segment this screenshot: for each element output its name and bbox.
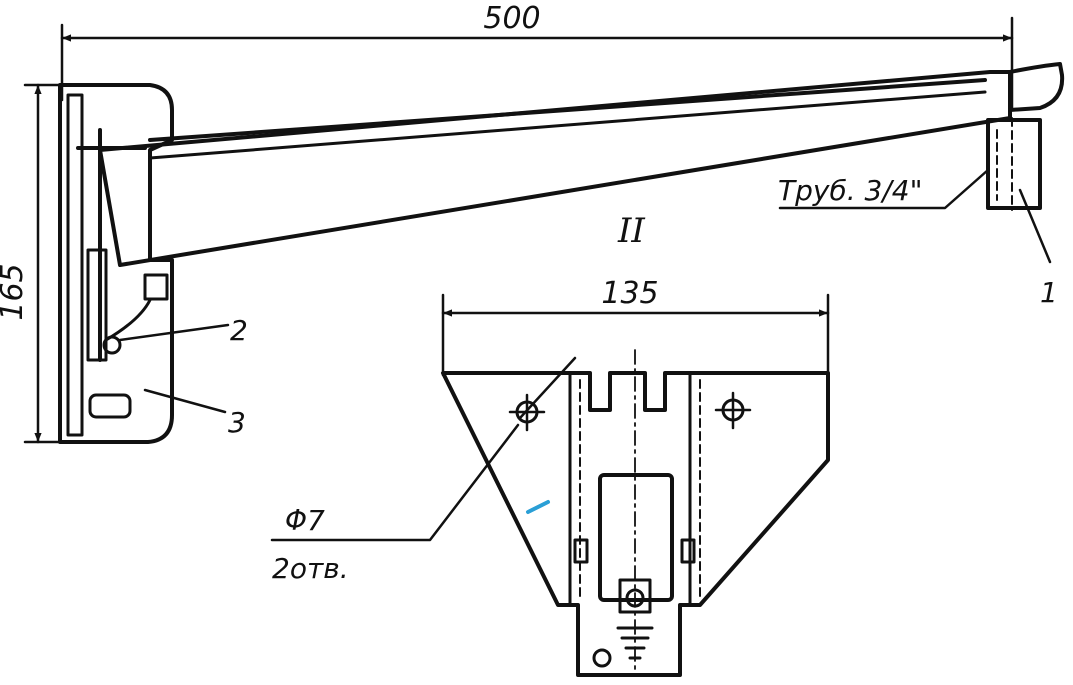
blue-mark <box>526 500 550 514</box>
bracket-arm <box>98 62 1065 267</box>
dimension-135-label: 135 <box>601 276 658 311</box>
hole-callout: Φ7 2отв. <box>270 356 577 585</box>
callout-3: 3 <box>228 406 246 439</box>
dimension-135: 135 <box>441 276 830 377</box>
dimension-500: 500 <box>60 1 1014 112</box>
callout-2: 2 <box>230 314 248 347</box>
mounting-plate <box>441 349 830 677</box>
callout-2-group: 2 <box>118 314 248 347</box>
dimension-500-label: 500 <box>483 1 540 36</box>
hole-diameter-label: Φ7 <box>285 504 325 537</box>
mounting-hole-left <box>508 393 546 432</box>
mounting-hole-right <box>714 391 752 430</box>
callout-3-group: 3 <box>143 388 246 439</box>
dimension-165: 165 <box>0 83 72 444</box>
callout-1: 1 <box>1040 276 1058 309</box>
pipe-label-group: Труб. 3/4" 1 <box>778 168 1058 309</box>
section-label: II <box>617 211 645 251</box>
wall-plate-internals <box>76 128 169 419</box>
dimension-165-label: 165 <box>0 263 30 320</box>
hole-count-label: 2отв. <box>272 552 349 585</box>
pipe-clamp <box>986 117 1042 211</box>
pipe-label: Труб. 3/4" <box>778 174 922 207</box>
